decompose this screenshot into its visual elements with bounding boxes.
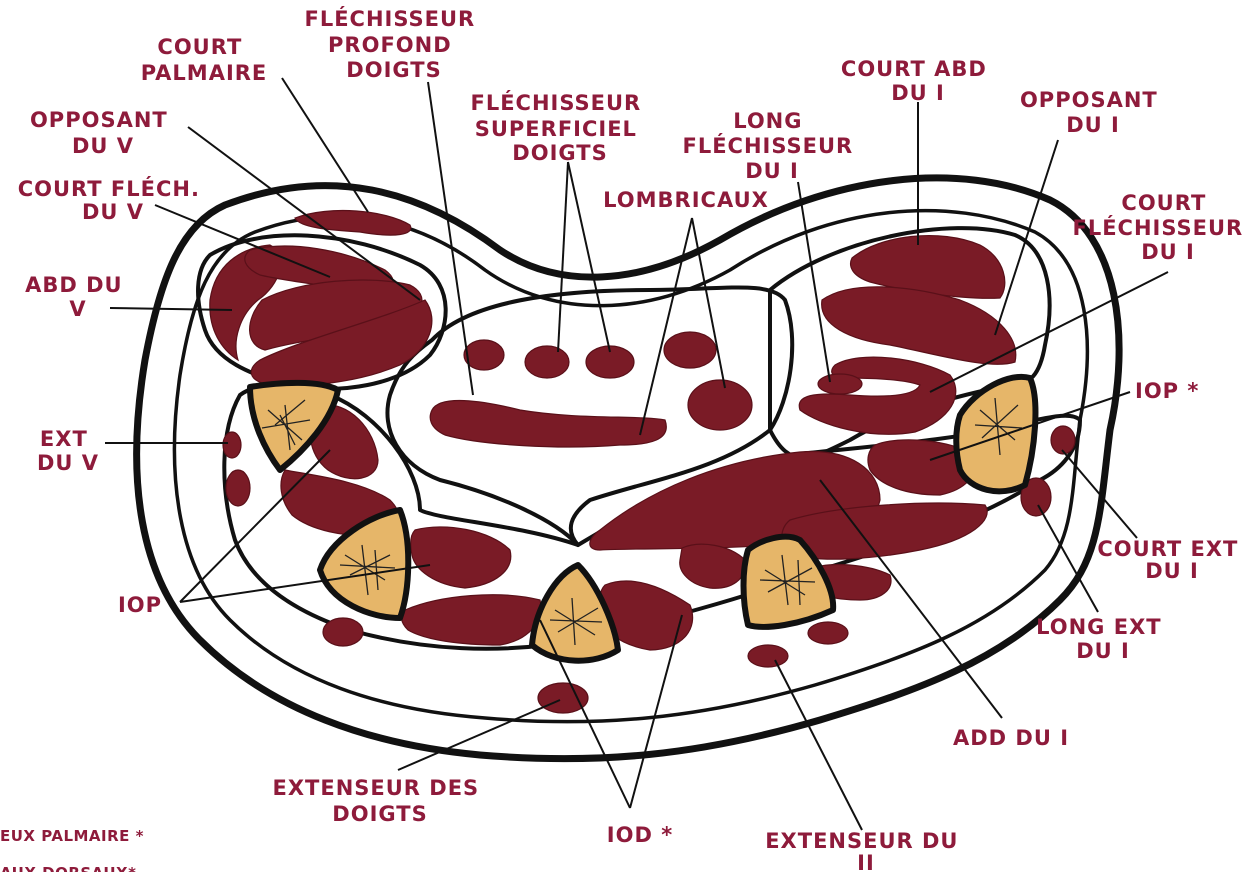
label-court-ext-i: COURT EXT DU I [1097,537,1246,583]
label-lombricaux: LOMBRICAUX [603,188,769,212]
label-ext-v: EXT DU V [37,427,99,475]
label-court-palmaire: COURT PALMAIRE [141,35,268,85]
label-long-flechisseur-i: LONG FLÉCHISSEUR DU I [682,109,861,183]
label-long-ext-i: LONG EXT DU I [1036,615,1170,663]
label-iod-star: IOD * [607,823,673,847]
label-court-flech-v: COURT FLÉCH. DU V [18,176,209,224]
label-abd-v: ABD DU V [25,273,131,321]
label-flechisseur-superficiel: FLÉCHISSEUR SUPERFICIEL DOIGTS [470,90,649,165]
label-opposant-v: OPPOSANT DU V [30,108,176,158]
label-opposant-i: OPPOSANT DU I [1020,88,1166,137]
label-iop: IOP [118,593,162,617]
label-court-abd-i: COURT ABD DU I [841,57,995,105]
label-flechisseur-profond: FLÉCHISSEUR PROFOND DOIGTS [304,6,483,82]
label-extenseur-doigts: EXTENSEUR DES DOIGTS [273,776,488,826]
label-add-i: ADD DU I [953,726,1069,750]
metacarpal-iii [532,565,618,661]
legend-line-1: EUX PALMAIRE * [0,827,144,845]
legend-line-2: AUX DORSAUX* [0,864,136,872]
label-extenseur-ii: EXTENSEUR DU II [765,829,967,872]
label-iop-star: IOP * [1135,379,1199,403]
